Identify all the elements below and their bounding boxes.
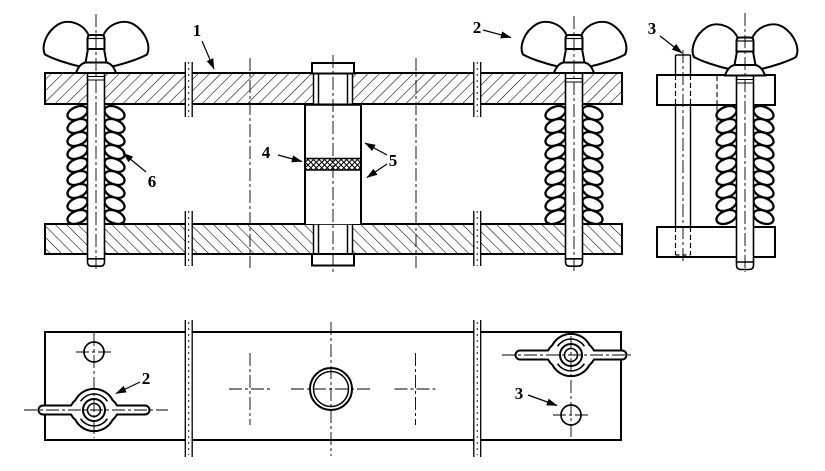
callout-2-plan-arrow [115, 381, 141, 395]
centerlines [24, 13, 746, 456]
left-clamp-bolt [42, 20, 150, 267]
callout-5-arrow-lower [366, 163, 388, 178]
callout-4: 4 [262, 143, 271, 162]
side-view [656, 23, 799, 271]
callout-3-plan: 3 [515, 384, 524, 403]
front-section-view [42, 20, 628, 267]
callout-4-arrow [277, 154, 303, 163]
callout-leaders [115, 29, 683, 407]
callout-5: 5 [389, 151, 398, 170]
callout-5-arrow-upper [364, 142, 388, 156]
callout-6: 6 [148, 172, 157, 191]
callout-1-arrow [201, 40, 215, 70]
callout-2-plan: 2 [142, 369, 151, 388]
side-bottom-plate [656, 226, 776, 258]
callout-1: 1 [193, 21, 202, 40]
callout-2-front-arrow [482, 29, 512, 39]
callout-6-arrow [122, 152, 147, 173]
side-top-plate [656, 74, 776, 106]
callout-3-side: 3 [648, 19, 657, 38]
callout-2-front: 2 [473, 18, 482, 37]
callout-3-side-arrow [659, 35, 683, 54]
break-gap-dashes [188, 62, 478, 455]
guide-pin [674, 54, 692, 256]
callout-labels: 1 2 3 4 5 6 2 3 [142, 18, 657, 403]
callout-3-plan-arrow [527, 394, 558, 407]
